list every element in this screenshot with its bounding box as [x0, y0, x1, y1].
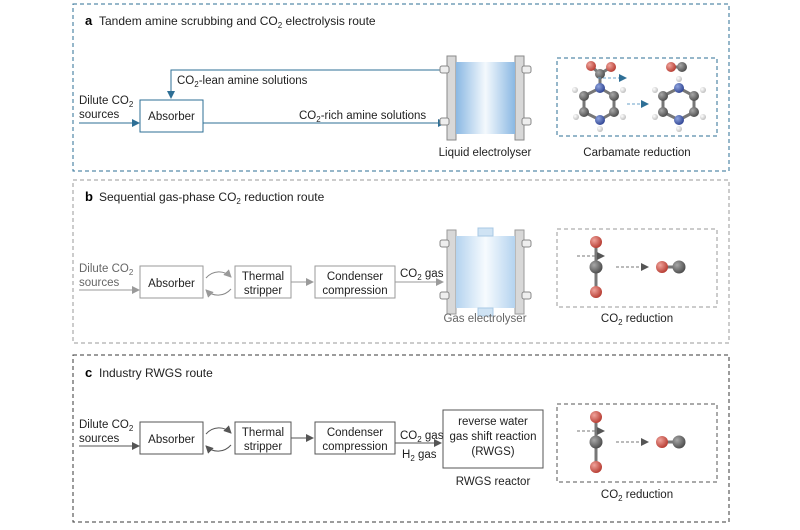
- panel-a-title: Tandem amine scrubbing and CO2 electroly…: [99, 14, 376, 30]
- panel-a-rich-label: CO2-rich amine solutions: [299, 110, 426, 124]
- panel-b-stripper-box: [234, 265, 292, 299]
- panel-c-gas1-label: CO2 gas: [400, 430, 444, 444]
- panel-b-co-product: [656, 260, 686, 274]
- panel-a-piperazine-molecule: [652, 76, 706, 132]
- panel-b-stripper-label-line2: stripper: [244, 285, 283, 297]
- panel-b-source-label: Dilute CO2: [79, 263, 134, 277]
- panel-a-liquid-electrolyser: [439, 55, 532, 141]
- panel-a: a Tandem amine scrubbing and CO2 electro…: [72, 3, 730, 172]
- panel-a-source-label-line2: sources: [79, 109, 120, 121]
- panel-b-reaction-label: CO2 reduction: [601, 313, 673, 327]
- panel-c-absorber-label: Absorber: [148, 434, 195, 446]
- panel-a-co-product: [666, 62, 687, 72]
- panel-c-letter: c: [85, 365, 92, 380]
- panel-c-source-label: Dilute CO2: [79, 419, 134, 433]
- panel-a-absorber-box: [139, 99, 204, 133]
- panel-c-condenser-label: Condenser: [327, 427, 383, 439]
- panel-b-condenser-label-line2: compression: [322, 285, 387, 297]
- panel-c-co-product: [656, 435, 686, 449]
- panel-a-frame: [72, 3, 730, 172]
- panel-c-source-label-line2: sources: [79, 433, 120, 445]
- panel-c-stripper-label-line2: stripper: [244, 441, 283, 453]
- panel-a-reaction-label: Carbamate reduction: [583, 147, 690, 159]
- panel-a-source-label: Dilute CO2: [79, 95, 134, 109]
- panel-c-rwgs-line1: reverse water: [458, 416, 528, 428]
- panel-c-gas2-label: H2 gas: [402, 449, 437, 463]
- panel-b-absorber-box: [139, 265, 204, 299]
- panel-c-stripper-box: [234, 421, 292, 455]
- panel-b-source-label-line2: sources: [79, 277, 120, 289]
- panel-c-co2-molecule: [589, 411, 603, 473]
- panel-b: b Sequential gas-phase CO2 reduction rou…: [72, 179, 730, 344]
- panel-c-rwgs-line3: (RWGS): [471, 446, 514, 458]
- panel-a-lean-arrow: [167, 69, 443, 99]
- panel-a-absorber-label: Absorber: [148, 111, 195, 123]
- panel-c-rwgs-box: [442, 409, 544, 469]
- panel-c-title: Industry RWGS route: [99, 366, 213, 380]
- panel-c-reaction-label: CO2 reduction: [601, 489, 673, 503]
- panel-c-reaction-inset: [556, 403, 718, 483]
- panel-b-electrolyser-label: Gas electrolyser: [443, 313, 526, 325]
- panel-b-absorber-label: Absorber: [148, 278, 195, 290]
- panel-c-condenser-label-line2: compression: [322, 441, 387, 453]
- panel-b-letter: b: [85, 189, 93, 204]
- panel-a-lean-label: CO2-lean amine solutions: [177, 75, 308, 89]
- panel-c-reactor-label: RWGS reactor: [456, 476, 531, 488]
- panel-a-carbamate-molecule: [572, 61, 626, 132]
- panel-a-letter: a: [85, 13, 93, 28]
- panel-a-reaction-inset: [556, 57, 718, 137]
- panel-c: c Industry RWGS route Dilute CO2 sources…: [72, 354, 730, 523]
- panel-a-electrolyser-label: Liquid electrolyser: [439, 147, 532, 159]
- panel-b-stripper-label: Thermal: [242, 271, 284, 283]
- panel-b-reaction-inset: [556, 228, 718, 308]
- panel-b-title: Sequential gas-phase CO2 reduction route: [99, 190, 325, 206]
- panel-c-frame: [72, 354, 730, 523]
- panel-b-co2-molecule: [589, 236, 603, 298]
- panel-c-condenser-box: [314, 421, 396, 455]
- panel-b-cycle-arrows: [205, 269, 232, 298]
- panel-c-stripper-label: Thermal: [242, 427, 284, 439]
- panel-b-gas-label: CO2 gas: [400, 268, 444, 282]
- panel-b-condenser-label: Condenser: [327, 271, 383, 283]
- panel-b-gas-electrolyser: [439, 227, 532, 317]
- panel-c-cycle-arrows: [205, 425, 232, 454]
- panel-b-frame: [72, 179, 730, 344]
- panel-c-rwgs-line2: gas shift reaction: [450, 431, 537, 443]
- panel-c-absorber-box: [139, 421, 204, 455]
